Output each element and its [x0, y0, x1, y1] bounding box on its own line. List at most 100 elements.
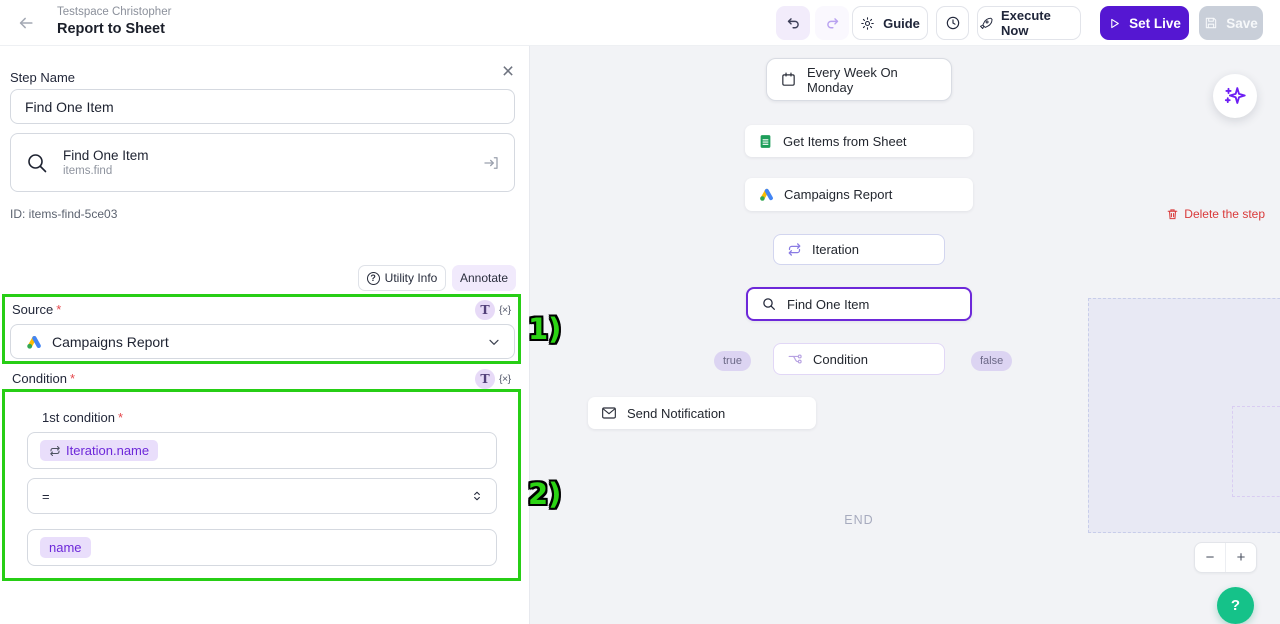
save-label: Save [1226, 15, 1258, 31]
source-select[interactable]: Campaigns Report [10, 324, 515, 359]
undo-icon [787, 17, 799, 28]
gear-icon [860, 16, 875, 31]
set-live-button[interactable]: Set Live [1100, 6, 1189, 40]
annotate-button[interactable]: Annotate [452, 265, 516, 291]
condition-operator-select[interactable]: = [27, 478, 497, 514]
text-mode-icon[interactable]: T [475, 369, 495, 389]
help-button[interactable]: ? [1217, 587, 1254, 624]
save-icon [1204, 16, 1218, 30]
annotation-number-2: 2) [528, 477, 562, 511]
envelope-icon [601, 406, 617, 420]
required-marker: * [118, 410, 124, 425]
clock-icon [945, 15, 961, 31]
end-label: END [844, 513, 874, 527]
node-iteration[interactable]: Iteration [773, 234, 945, 265]
operator-value: = [42, 488, 50, 504]
back-button[interactable] [16, 13, 36, 33]
condition-field-input[interactable]: Iteration.name [27, 432, 497, 469]
variable-mode-icon[interactable]: {×} [499, 373, 511, 385]
node-label: Condition [813, 351, 868, 367]
history-button[interactable] [936, 6, 969, 40]
sparkles-icon [1222, 83, 1248, 109]
google-ads-icon [25, 334, 42, 350]
guide-label: Guide [883, 15, 920, 31]
branch-label-false: false [971, 351, 1013, 371]
execute-now-button[interactable]: Execute Now [977, 6, 1081, 40]
true-branch-line [1232, 406, 1280, 407]
redo-icon [826, 17, 838, 28]
google-ads-icon [758, 187, 774, 202]
field-token-text: Iteration.name [66, 443, 150, 458]
node-label: Iteration [812, 242, 859, 257]
node-label: Every Week On Monday [807, 64, 898, 95]
guide-button[interactable]: Guide [852, 6, 928, 40]
rocket-icon [978, 16, 993, 31]
workspace-name[interactable]: Testspace Christopher [57, 6, 172, 18]
source-selected-value: Campaigns Report [52, 333, 169, 350]
node-get-items-from-sheet[interactable]: Get Items from Sheet [745, 125, 973, 157]
delete-step-label: Delete the step [1184, 207, 1265, 221]
field-token-pill[interactable]: Iteration.name [40, 440, 159, 461]
condition-value-input[interactable]: name [27, 529, 497, 566]
utility-info-button[interactable]: ? Utility Info [358, 265, 446, 291]
node-label: Get Items from Sheet [783, 133, 907, 149]
ai-assistant-button[interactable] [1213, 74, 1257, 118]
required-marker: * [56, 302, 62, 317]
value-token-text: name [49, 540, 82, 555]
loop-icon [787, 242, 802, 257]
execute-now-label: Execute Now [1001, 8, 1051, 38]
required-marker: * [69, 371, 75, 386]
node-send-notification[interactable]: Send Notification [588, 397, 816, 429]
source-label: Source* [12, 302, 62, 317]
zoom-out-button[interactable]: − [1195, 543, 1226, 572]
node-label: Campaigns Report [784, 187, 893, 202]
node-schedule-trigger[interactable]: Every Week On Monday [766, 58, 952, 101]
first-condition-label: 1st condition* [42, 410, 124, 425]
open-action-icon[interactable] [482, 154, 500, 172]
search-icon [25, 151, 49, 175]
action-subtitle: items.find [63, 165, 113, 177]
node-campaigns-report[interactable]: Campaigns Report [745, 178, 973, 211]
step-name-value: Find One Item [25, 98, 114, 115]
trash-icon [1166, 207, 1179, 221]
loop-icon [49, 445, 61, 457]
google-sheets-icon [758, 134, 773, 149]
step-id-text: ID: items-find-5ce03 [10, 207, 118, 221]
variable-mode-icon[interactable]: {×} [499, 304, 511, 316]
zoom-in-button[interactable]: + [1236, 549, 1246, 566]
utility-info-label: Utility Info [384, 271, 438, 285]
action-type-card[interactable]: Find One Item items.find [10, 133, 515, 192]
updown-chevrons-icon [470, 489, 484, 503]
step-name-input[interactable]: Find One Item [10, 89, 515, 124]
iteration-region [1088, 298, 1280, 533]
node-find-one-item-selected[interactable]: Find One Item [746, 287, 972, 321]
play-icon [1108, 17, 1121, 30]
node-label: Find One Item [787, 296, 870, 312]
top-bar: Testspace Christopher Report to Sheet Gu… [0, 0, 1280, 46]
branch-icon [787, 352, 803, 366]
search-icon [761, 296, 777, 312]
condition-label: Condition* [12, 371, 75, 386]
node-condition[interactable]: Condition [773, 343, 945, 375]
action-title: Find One Item [63, 148, 149, 163]
delete-step-button[interactable]: Delete the step [1166, 207, 1265, 221]
redo-button[interactable] [815, 6, 849, 40]
text-mode-icon[interactable]: T [475, 300, 495, 320]
annotate-label: Annotate [459, 271, 509, 285]
value-token-pill[interactable]: name [40, 537, 91, 558]
flow-title: Report to Sheet [57, 21, 165, 37]
annotation-number-1: 1) [528, 312, 562, 346]
branch-label-true: true [714, 351, 751, 371]
chevron-down-icon [486, 334, 502, 350]
step-name-label: Step Name [10, 70, 76, 85]
node-label: Send Notification [627, 405, 726, 421]
save-button[interactable]: Save [1199, 6, 1263, 40]
branch-merge-line [1232, 496, 1280, 497]
undo-button[interactable] [776, 6, 810, 40]
close-panel-button[interactable]: × [501, 60, 515, 83]
set-live-label: Set Live [1129, 15, 1181, 31]
info-circle-icon: ? [366, 271, 380, 285]
calendar-icon [780, 71, 797, 88]
true-branch-line-vertical [1232, 406, 1233, 497]
